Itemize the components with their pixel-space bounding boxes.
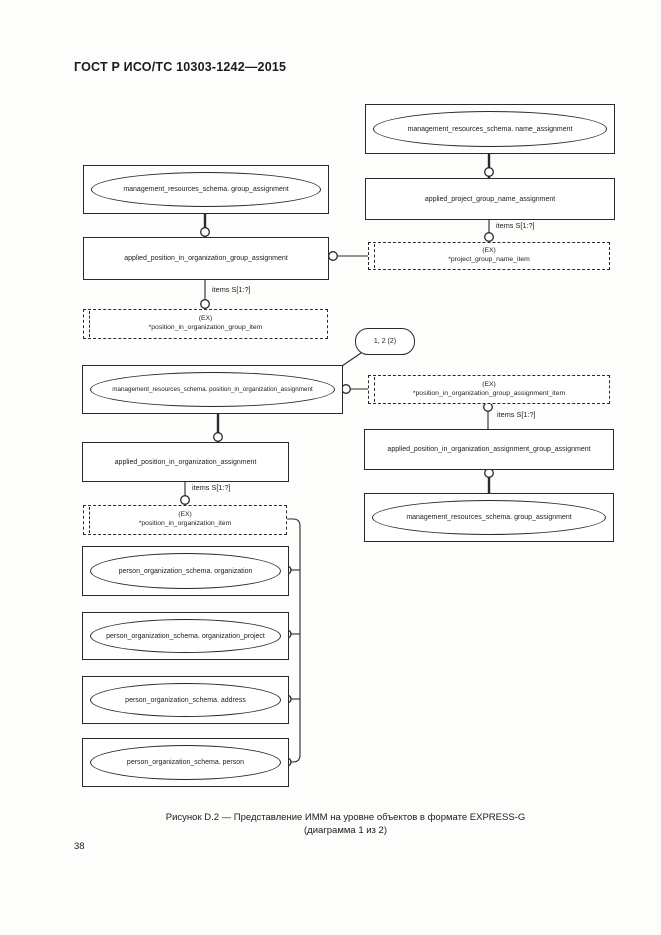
ex-marker: (EX) (482, 380, 496, 388)
entity-name-assignment: management_resources_schema. name_assign… (365, 104, 615, 154)
select-position-in-organization-group-assignment-item: (EX) *position_in_organization_group_ass… (368, 375, 610, 404)
figure-caption: Рисунок D.2 — Представление ИММ на уровн… (30, 811, 661, 837)
entity-applied-position-in-organization-group-assignment: applied_position_in_organization_group_a… (83, 237, 329, 280)
select-position-in-organization-item-label: *position_in_organization_item (138, 520, 232, 527)
entity-person-label: person_organization_schema. person (90, 745, 281, 780)
cardinality-label-items-1: items S[1:?] (496, 221, 535, 230)
ex-marker: (EX) (198, 315, 213, 323)
entity-address-label: person_organization_schema. address (90, 683, 281, 717)
cardinality-label-items-4: items S[1:?] (192, 483, 231, 492)
entity-position-in-organization-assignment-label: management_resources_schema. position_in… (90, 372, 335, 407)
ex-marker: (EX) (178, 511, 192, 519)
select-position-in-organization-item: (EX) *position_in_organization_item (83, 505, 287, 535)
entity-group-assignment-bottom-label: management_resources_schema. group_assig… (372, 500, 606, 535)
entity-organization: person_organization_schema. organization (82, 546, 289, 596)
cardinality-label-items-3: items S[1:?] (497, 410, 536, 419)
select-left-bar (374, 244, 375, 268)
entity-group-assignment-bottom: management_resources_schema. group_assig… (364, 493, 614, 542)
entity-position-in-organization-assignment: management_resources_schema. position_in… (82, 365, 343, 414)
entity-group-assignment-top: management_resources_schema. group_assig… (83, 165, 329, 214)
entity-applied-project-group-name-assignment: applied_project_group_name_assignment (365, 178, 615, 220)
entity-applied-position-in-organization-assignment-group-assignment: applied_position_in_organization_assignm… (364, 429, 614, 470)
select-position-in-organization-group-assignment-item-label: *position_in_organization_group_assignme… (412, 389, 566, 397)
select-project-group-name-item-label: *project_group_name_item (448, 256, 530, 263)
entity-organization-project: person_organization_schema. organization… (82, 612, 289, 660)
entity-person: person_organization_schema. person (82, 738, 289, 787)
page-reference: 1, 2 (2) (355, 328, 415, 355)
entity-address: person_organization_schema. address (82, 676, 289, 724)
select-left-bar (374, 377, 375, 402)
select-position-in-organization-group-item: (EX) *position_in_organization_group_ite… (83, 309, 328, 339)
entity-name-assignment-label: management_resources_schema. name_assign… (373, 111, 607, 147)
select-left-bar (89, 507, 90, 533)
entity-organization-project-label: person_organization_schema. organization… (90, 619, 281, 653)
cardinality-label-items-2: items S[1:?] (212, 285, 251, 294)
figure-caption-line2: (диаграмма 1 из 2) (304, 825, 387, 836)
entity-group-assignment-top-label: management_resources_schema. group_assig… (91, 172, 321, 207)
page-number: 38 (74, 841, 85, 852)
select-left-bar (89, 311, 90, 337)
ex-marker: (EX) (482, 247, 496, 255)
entity-organization-label: person_organization_schema. organization (90, 553, 281, 589)
figure-caption-line1: Рисунок D.2 — Представление ИММ на уровн… (165, 812, 526, 823)
select-position-in-organization-group-item-label: *position_in_organization_group_item (148, 324, 263, 331)
entity-applied-position-in-organization-assignment: applied_position_in_organization_assignm… (82, 442, 289, 482)
select-project-group-name-item: (EX) *project_group_name_item (368, 242, 610, 270)
document-header: ГОСТ Р ИСО/ТС 10303-1242—2015 (74, 60, 287, 74)
